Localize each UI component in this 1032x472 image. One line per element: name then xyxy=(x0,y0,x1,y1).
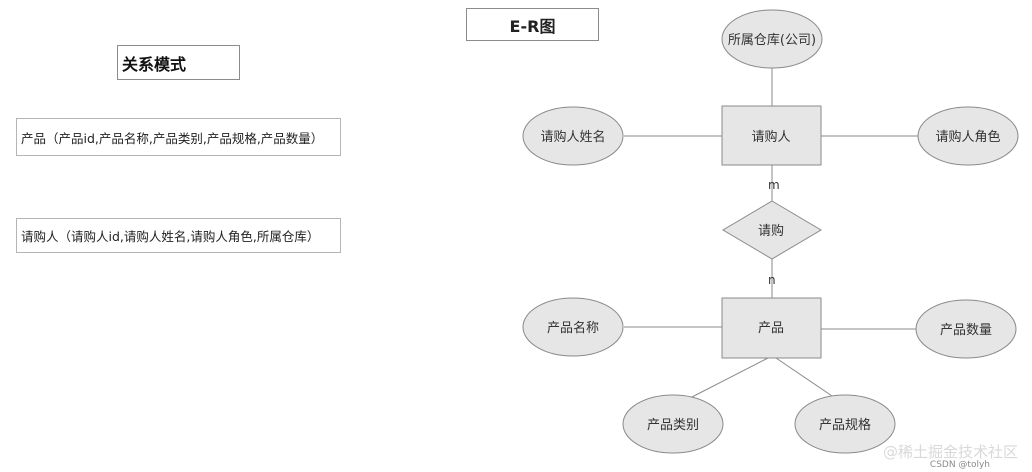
watermark-subtext: CSDN @tolyh xyxy=(929,460,990,470)
purchaser-relation-schema: 请购人（请购人id,请购人姓名,请购人角色,所属仓库） xyxy=(16,218,341,253)
relationship-label: 请购 xyxy=(758,223,784,239)
attr-warehouse-label: 所属仓库(公司) xyxy=(728,32,816,48)
attr-purchaser-name-label: 请购人姓名 xyxy=(540,129,605,145)
relational-schema-heading: 关系模式 xyxy=(117,45,240,80)
attr-product-category-ellipse xyxy=(622,394,724,454)
entity-purchaser-label: 请购人 xyxy=(751,129,790,145)
attr-purchaser-name-ellipse xyxy=(522,106,624,166)
attr-product-quantity-label: 产品数量 xyxy=(940,323,992,338)
entity-product-label: 产品 xyxy=(758,321,784,336)
cardinality-n-label: n xyxy=(768,273,776,287)
line-product-spec xyxy=(775,357,836,399)
entity-purchaser-box xyxy=(721,105,822,166)
relationship-diamond xyxy=(722,200,822,260)
attr-purchaser-role-ellipse xyxy=(917,106,1019,166)
watermark-text: @稀土掘金技术社区 xyxy=(882,443,1018,461)
attr-product-category-label: 产品类别 xyxy=(647,418,699,433)
attr-product-name-ellipse xyxy=(522,297,624,357)
attr-product-spec-ellipse xyxy=(794,394,896,454)
product-relation-schema: 产品（产品id,产品名称,产品类别,产品规格,产品数量） xyxy=(16,118,341,156)
cardinality-m-label: m xyxy=(768,178,780,192)
attr-purchaser-role-label: 请购人角色 xyxy=(935,129,1000,145)
attr-warehouse-ellipse xyxy=(721,9,823,69)
er-diagram-title: E-R图 xyxy=(466,8,599,41)
attr-product-quantity-ellipse xyxy=(915,299,1017,359)
attr-product-name-label: 产品名称 xyxy=(547,320,599,336)
line-product-category xyxy=(689,357,769,399)
attr-product-spec-label: 产品规格 xyxy=(819,417,871,433)
entity-product-box xyxy=(721,297,822,359)
connector-lines xyxy=(624,66,918,399)
